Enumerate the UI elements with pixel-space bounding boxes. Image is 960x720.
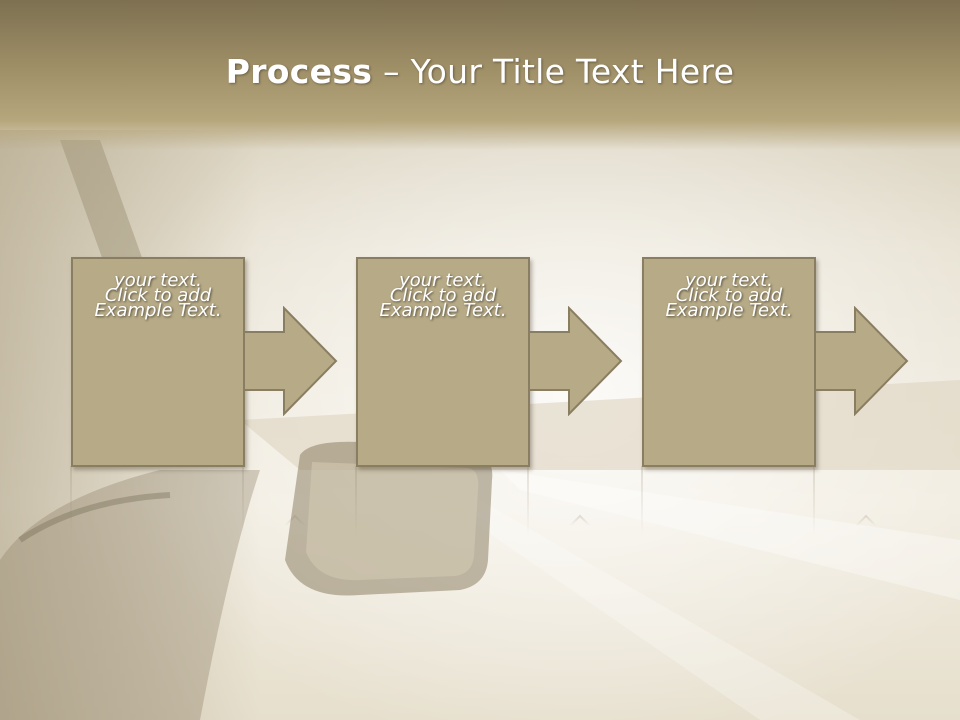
step-3-line-3: your text. — [685, 270, 773, 291]
step-1-line-2: Click to add — [104, 285, 212, 306]
process-arrow-1 — [244, 306, 338, 416]
slide-title[interactable]: Process – Your Title Text Here — [0, 52, 960, 91]
process-step-1-box[interactable]: Example Text. Click to add your text. — [71, 257, 245, 467]
title-bold: Process — [225, 52, 373, 91]
step-1-line-1: Example Text. — [94, 300, 222, 321]
process-arrow-2 — [529, 306, 623, 416]
step-1-line-3: your text. — [114, 270, 202, 291]
step-2-line-3: your text. — [399, 270, 487, 291]
title-band — [0, 0, 960, 150]
process-step-3-box[interactable]: Example Text. Click to add your text. — [642, 257, 816, 467]
title-rest: – Your Title Text Here — [372, 52, 735, 91]
step-3-line-2: Click to add — [675, 285, 783, 306]
process-arrow-3 — [815, 306, 909, 416]
step-3-line-1: Example Text. — [665, 300, 793, 321]
process-step-2-box[interactable]: Example Text. Click to add your text. — [356, 257, 530, 467]
step-2-line-2: Click to add — [389, 285, 497, 306]
step-2-line-1: Example Text. — [379, 300, 507, 321]
